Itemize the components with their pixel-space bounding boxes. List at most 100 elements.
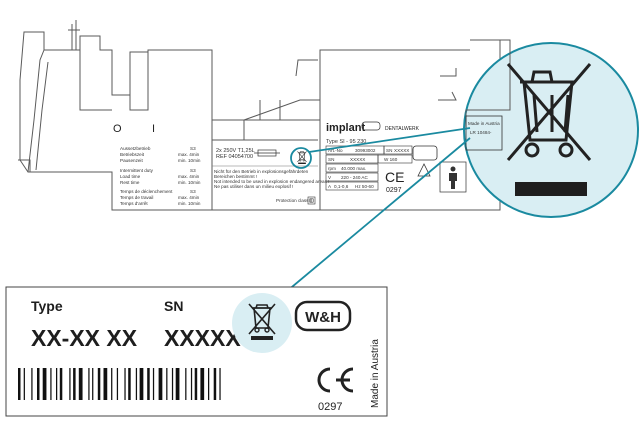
barcode-bar: [185, 368, 187, 400]
duty-value: S3: [190, 168, 196, 173]
duty-value: max. 4min: [178, 195, 200, 200]
rpm-value: 40.000 max.: [341, 166, 366, 171]
barcode-bar: [200, 368, 205, 400]
machine-drawing: [18, 20, 501, 211]
barcode-bar: [208, 368, 210, 400]
warning-triangle-icon: [417, 163, 431, 177]
rating-plate: implant DENTALWERK Type SI - 95 230 Art.…: [325, 121, 467, 194]
duty-label: Aussetzbetrieb: [120, 146, 151, 151]
label-type-title: Type: [31, 298, 63, 314]
barcode-bar: [78, 368, 83, 400]
fuse-rating: 2x 250V T1,25L: [216, 148, 255, 154]
fuse-panel: 2x 250V T1,25L REF 04054700 Nicht für de…: [212, 148, 329, 205]
protection-class: Protection class II: [276, 198, 312, 203]
barcode-bar: [171, 368, 174, 400]
barcode-bar: [73, 368, 76, 400]
label-sn-title: SN: [164, 298, 183, 314]
warning-text: Bereichen bestimmt !: [214, 174, 257, 179]
rpm-label: rpm: [328, 166, 336, 171]
barcode-bar: [56, 368, 58, 400]
label-type-value: XX-XX XX: [31, 325, 138, 351]
label-sn-value: XXXXX: [164, 325, 241, 351]
barcode-bar: [166, 368, 168, 400]
barcode-bar: [69, 368, 71, 400]
cert-mark-icon: [412, 145, 438, 161]
sn-value: XXXXX: [350, 157, 365, 162]
barcode-bar: [147, 368, 150, 400]
barcode-bar: [92, 368, 94, 400]
barcode-bar: [194, 368, 198, 400]
warning-text: Ne pas utiliser dans un milieu explosif …: [214, 184, 293, 189]
barcode-bar: [31, 368, 33, 400]
duty-value: min. 10min: [178, 201, 201, 206]
frequency-value: Hz 50-60: [355, 184, 374, 189]
ce-mark-icon: CE: [385, 169, 404, 185]
duty-label: Load time: [120, 174, 141, 179]
barcode-bar: [158, 368, 163, 400]
duty-value: S3: [190, 189, 196, 194]
duty-label: Betriebszeit: [120, 152, 145, 157]
barcode-bar: [18, 368, 21, 400]
duty-value: max. 4min: [178, 152, 200, 157]
duty-value: max. 4min: [178, 174, 200, 179]
barcode-bar: [42, 368, 47, 400]
maker-name: DENTALWERK: [385, 126, 420, 132]
label-made-in: Made in Austria: [370, 339, 381, 408]
duty-label: Temps d'arrêt: [120, 201, 148, 206]
fuse-ref: REF 04054700: [216, 154, 253, 160]
callout-lines: [261, 127, 471, 313]
barcode: [18, 368, 221, 400]
voltage-label: V: [328, 175, 332, 180]
warning-text: Not intended to be used in explosion end…: [214, 179, 329, 184]
barcode-bar: [152, 368, 155, 400]
ce-mark-icon: [317, 367, 354, 393]
logo-text: W&H: [305, 309, 341, 326]
barcode-bar: [59, 368, 63, 400]
switch-on-mark: I: [152, 123, 155, 135]
current-label: A: [328, 184, 332, 189]
current-value: 0,1-0,6: [334, 184, 349, 189]
sn-label: SN: [386, 148, 392, 153]
barcode-bar: [50, 368, 52, 400]
product-label: Type XX-XX XX SN XXXXX W&H 0297 Made in …: [5, 286, 388, 417]
barcode-bar: [103, 368, 108, 400]
barcode-bar: [37, 368, 40, 400]
bin-bar: [515, 182, 587, 196]
barcode-bar: [213, 368, 217, 400]
barcode-bar: [128, 368, 131, 400]
voltage-value: 220 - 240 AC: [341, 175, 368, 180]
crossed-bin-icon: [297, 151, 307, 165]
barcode-bar: [97, 368, 101, 400]
barcode-bar: [111, 368, 113, 400]
zoom-tag: Made in Austria: [468, 121, 500, 126]
crossed-bin-icon: [506, 63, 592, 161]
duty-value: S3: [190, 146, 196, 151]
barcode-bar: [175, 368, 180, 400]
duty-label: Temps de déclenchement: [120, 189, 173, 194]
zoom-tag: LR 10484-: [470, 130, 492, 135]
duty-cycle-table: Aussetzbetrieb S3 Betriebszeit max. 4min…: [120, 146, 201, 206]
barcode-bar: [219, 368, 221, 400]
type-line: Type SI - 95 230: [326, 139, 366, 145]
art-no-value: 30993002: [355, 148, 376, 153]
duty-value: min. 10min: [178, 158, 201, 163]
ce-number: 0297: [386, 187, 402, 194]
power-value: W 160: [384, 157, 398, 162]
person-icon: [449, 166, 457, 189]
switch-off-mark: O: [113, 123, 122, 135]
barcode-bar: [124, 368, 126, 400]
wh-logo-icon: [361, 121, 381, 131]
duty-label: Pausenzeit: [120, 158, 143, 163]
barcode-bar: [139, 368, 144, 400]
barcode-bar: [23, 368, 25, 400]
duty-label: Temps de travail: [120, 195, 153, 200]
sn-value: XXXXX: [394, 148, 409, 153]
sn-label: SN: [328, 157, 334, 162]
duty-label: Rest time: [120, 180, 140, 185]
warning-text: Nicht für den Betrieb in explosionsgefäh…: [214, 169, 309, 174]
barcode-bar: [135, 368, 138, 400]
duty-label: Intermittent duty: [120, 168, 154, 173]
label-ce-number: 0297: [318, 401, 342, 413]
wh-logo-icon: W&H: [294, 300, 352, 332]
